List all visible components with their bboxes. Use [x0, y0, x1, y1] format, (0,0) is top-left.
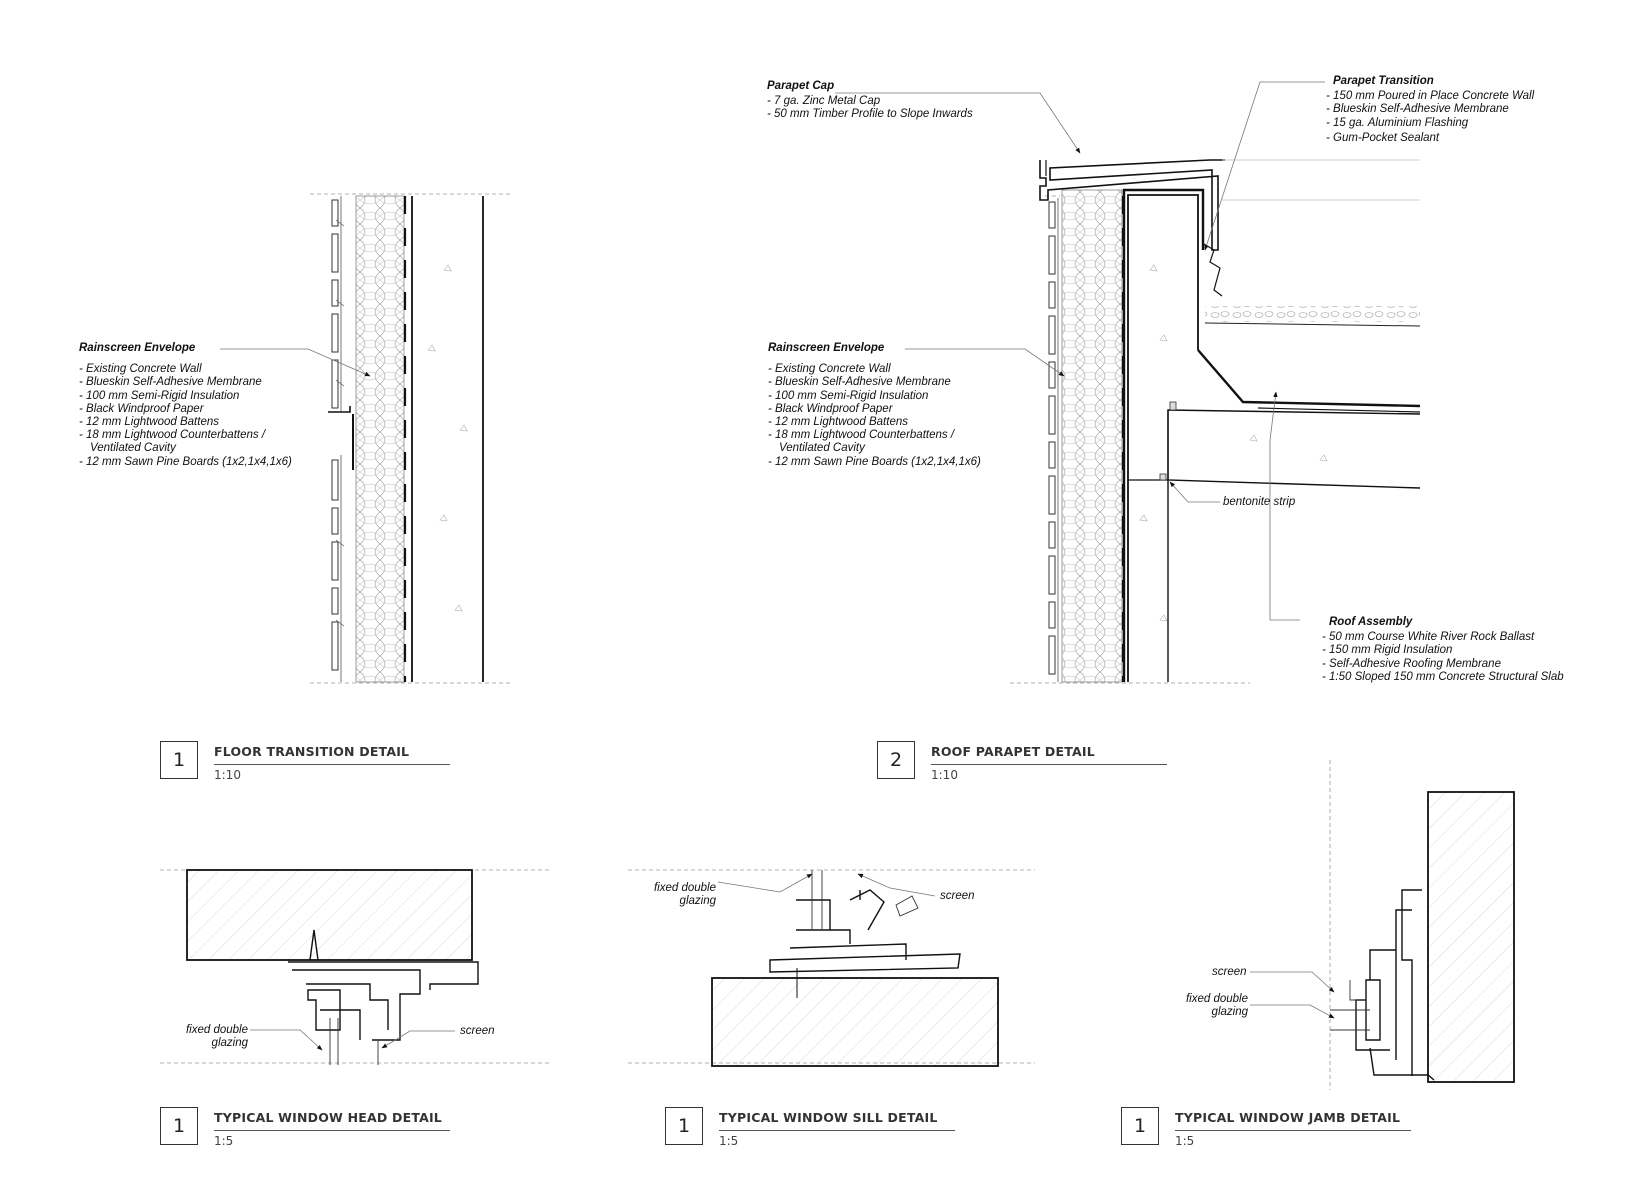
parapet-transition-annotation: Parapet Transition - 150 mm Poured in Pl… — [1326, 75, 1534, 145]
window-jamb-drawing — [1250, 760, 1515, 1090]
spec-item: - Self-Adhesive Roofing Membrane — [1322, 657, 1501, 670]
spec-item: - 50 mm Course White River Rock Ballast — [1322, 631, 1535, 644]
spec-item: - 50 mm Timber Profile to Slope Inwards — [767, 108, 973, 121]
sill-glazing-label: fixed double glazing — [653, 882, 716, 907]
jamb-screen-label: screen — [1212, 966, 1247, 978]
detail-number: 1 — [665, 1107, 703, 1145]
roof-parapet-drawing — [835, 81, 1421, 684]
detail-number: 1 — [160, 1107, 198, 1145]
window-sill-drawing — [628, 869, 1035, 1067]
spec-item: - 12 mm Lightwood Battens — [768, 416, 908, 429]
detail-scale: 1:10 — [931, 768, 958, 782]
detail-scale: 1:5 — [1175, 1134, 1195, 1148]
detail-title: TYPICAL WINDOW HEAD DETAIL — [214, 1110, 442, 1125]
rainscreen-annotation-2: Rainscreen Envelope - Existing Concrete … — [768, 342, 981, 469]
spec-item: - 150 mm Poured in Place Concrete Wall — [1326, 90, 1535, 103]
window-head-drawing — [160, 869, 550, 1065]
jamb-glazing-label: fixed double glazing — [1185, 993, 1248, 1018]
spec-item: - 12 mm Sawn Pine Boards (1x2,1x4,1x6) — [768, 455, 981, 468]
detail-number: 1 — [160, 741, 198, 779]
detail-number: 1 — [1121, 1107, 1159, 1145]
spec-item: - Blueskin Self-Adhesive Membrane — [1326, 103, 1509, 116]
spec-item: - 100 mm Semi-Rigid Insulation — [79, 389, 240, 402]
spec-item: - Gum-Pocket Sealant — [1326, 131, 1440, 144]
spec-item: - Blueskin Self-Adhesive Membrane — [768, 376, 951, 389]
spec-item: - 12 mm Sawn Pine Boards (1x2,1x4,1x6) — [79, 455, 292, 468]
title-rule — [214, 764, 450, 765]
detail-number: 2 — [877, 741, 915, 779]
spec-item: - Existing Concrete Wall — [768, 363, 891, 376]
spec-item: - 12 mm Lightwood Battens — [79, 416, 219, 429]
title-rule — [719, 1130, 955, 1131]
spec-item: - 150 mm Rigid Insulation — [1322, 644, 1453, 657]
detail-scale: 1:10 — [214, 768, 241, 782]
title-rule — [214, 1130, 450, 1131]
spec-item: - Existing Concrete Wall — [79, 363, 202, 376]
sill-screen-label: screen — [940, 890, 975, 902]
spec-item-continued: Ventilated Cavity — [90, 442, 176, 455]
spec-item: - 100 mm Semi-Rigid Insulation — [768, 389, 929, 402]
detail-title: ROOF PARAPET DETAIL — [931, 744, 1095, 759]
bentonite-label: bentonite strip — [1223, 496, 1296, 508]
detail-title: TYPICAL WINDOW SILL DETAIL — [719, 1110, 938, 1125]
detail-title: FLOOR TRANSITION DETAIL — [214, 744, 410, 759]
head-screen-label: screen — [460, 1025, 495, 1037]
detail-title: TYPICAL WINDOW JAMB DETAIL — [1175, 1110, 1401, 1125]
title-rule — [931, 764, 1167, 765]
spec-item: - Black Windproof Paper — [768, 402, 893, 415]
roof-assembly-annotation: Roof Assembly - 50 mm Course White River… — [1322, 616, 1564, 684]
parapet-cap-title: Parapet Cap — [767, 80, 835, 92]
rainscreen-annotation-1: Rainscreen Envelope - Existing Concrete … — [79, 342, 292, 469]
spec-item: - 7 ga. Zinc Metal Cap — [767, 95, 881, 108]
parapet-transition-title: Parapet Transition — [1333, 75, 1434, 87]
spec-item: - 18 mm Lightwood Counterbattens / — [79, 429, 266, 442]
rainscreen-title: Rainscreen Envelope — [768, 342, 885, 354]
parapet-cap-annotation: Parapet Cap - 7 ga. Zinc Metal Cap - 50 … — [767, 80, 973, 122]
spec-item: - Blueskin Self-Adhesive Membrane — [79, 376, 262, 389]
detail-scale: 1:5 — [214, 1134, 234, 1148]
floor-transition-drawing — [220, 193, 510, 684]
spec-item-continued: Ventilated Cavity — [779, 442, 865, 455]
detail-scale: 1:5 — [719, 1134, 739, 1148]
spec-item: - Black Windproof Paper — [79, 402, 204, 415]
rainscreen-title: Rainscreen Envelope — [79, 342, 196, 354]
spec-item: - 15 ga. Aluminium Flashing — [1326, 116, 1469, 129]
roof-assembly-title: Roof Assembly — [1329, 616, 1413, 628]
title-rule — [1175, 1130, 1411, 1131]
spec-item: - 18 mm Lightwood Counterbattens / — [768, 429, 955, 442]
spec-item: - 1:50 Sloped 150 mm Concrete Structural… — [1322, 670, 1564, 683]
head-glazing-label: fixed double glazing — [185, 1024, 248, 1049]
